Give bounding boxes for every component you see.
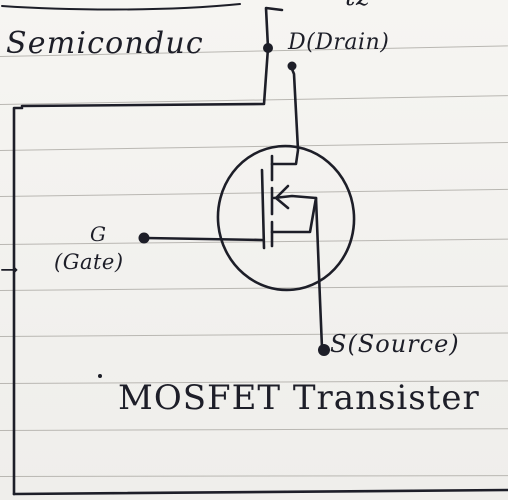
source-wire (314, 196, 324, 350)
drain-label: D(Drain) (288, 30, 390, 55)
gate-sub-label: (Gate) (54, 250, 124, 274)
top-fragment-text: tz (345, 0, 370, 12)
semiconductor-text: Semiconduc (6, 26, 204, 61)
drain-node (263, 43, 273, 53)
bottom-wire (12, 488, 508, 496)
gate-node (138, 232, 150, 244)
body-arrow (274, 184, 290, 210)
source-label: S(Source) (330, 330, 460, 358)
gate-plate (260, 168, 266, 250)
gate-label: G (90, 222, 107, 246)
left-wire (12, 106, 24, 496)
title-dot (98, 374, 102, 378)
diagram-title: MOSFET Transister (118, 378, 480, 418)
mosfet-circle (216, 144, 356, 292)
drain-connector (270, 62, 300, 166)
top-scribble (1, 3, 241, 11)
gate-lead (144, 236, 264, 242)
margin-arrow-icon: → (0, 258, 19, 283)
source-node (318, 344, 330, 356)
drain-pin (287, 61, 297, 71)
